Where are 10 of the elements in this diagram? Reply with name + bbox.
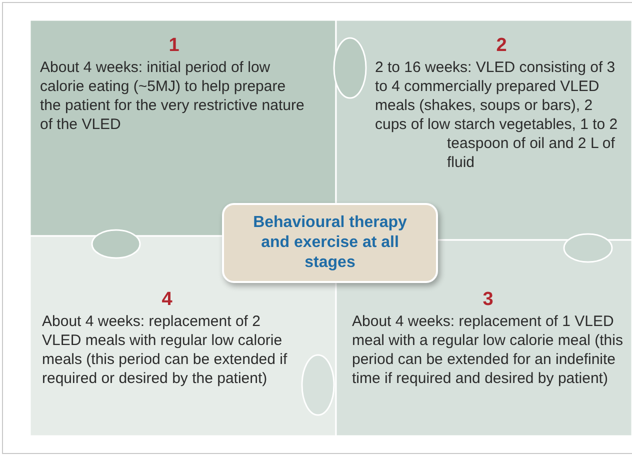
step-number: 4 <box>160 290 174 310</box>
center-label-box <box>222 203 438 283</box>
step-description: 2 to 16 weeks: VLED consisting of 3 to 4 commercially prepared VLED meals (shakes, soups or bars), 2 cups of low starch vegetables, 1 to 2 teaspoon of oil and 2 L of fluid <box>375 59 618 171</box>
step-description: About 4 weeks: initial period of low calorie eating (~5MJ) to help prepare the patient for the very restrictive nature of the VLED <box>40 58 306 134</box>
step-description: About 4 weeks: replacement of 1 VLED meal with a regular low calorie meal (this period can be extended for an indefinite time if required and desired by patient) <box>352 312 624 388</box>
step-number: 3 <box>482 290 494 310</box>
center-label: Behavioural therapy and exercise at all stages <box>252 213 408 273</box>
step-number: 1 <box>168 36 180 56</box>
step-number: 2 <box>495 36 508 56</box>
step-description: About 4 weeks: replacement of 2 VLED meals with regular low calorie meals (this period can be extended if required or desired by the patient) <box>42 312 288 388</box>
